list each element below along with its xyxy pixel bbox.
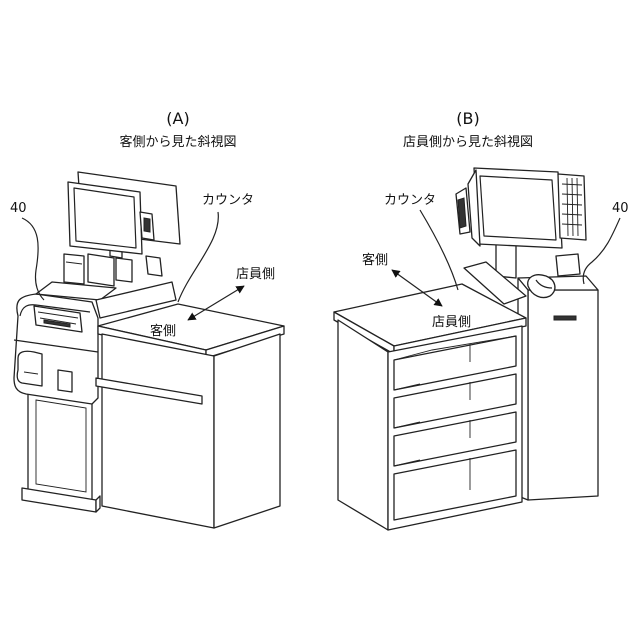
panel-b: (B) 店員側から見た斜視図 [334,109,629,530]
leader-40-b [583,218,620,284]
panel-a: (A) 客側から見た斜視図 [10,109,284,528]
counter-b [334,284,526,530]
leader-counter-b [420,210,458,290]
panel-b-subtitle: 店員側から見た斜視図 [403,135,533,150]
panel-b-letter: (B) [456,109,479,128]
panel-a-counter-label: カウンタ [202,193,254,208]
panel-a-subtitle: 客側から見た斜視図 [119,134,236,150]
panel-a-staff-side-label: 店員側 [236,267,275,282]
counter-a [96,304,284,528]
panel-b-ref-number: 40 [612,201,629,216]
panel-a-customer-side-label: 客側 [150,323,176,339]
panel-b-counter-label: カウンタ [384,193,436,208]
leader-40-a [22,218,44,300]
panel-a-letter: (A) [166,109,189,128]
panel-b-staff-side-label: 店員側 [432,315,471,330]
leader-counter-a [178,212,218,302]
panel-b-customer-side-label: 客側 [362,252,388,268]
panel-a-ref-number: 40 [10,201,27,216]
